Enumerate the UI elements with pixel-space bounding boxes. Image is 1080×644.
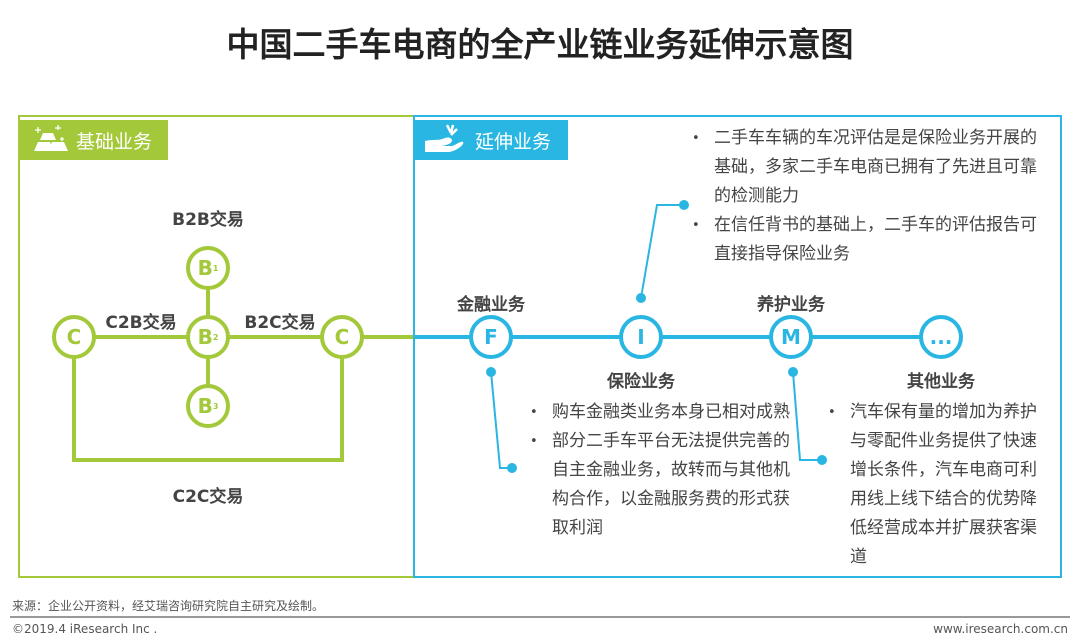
other-node: ... [919,315,963,359]
note-item: 汽车保有量的增加为养护与零配件业务提供了快速增长条件，汽车电商可利用线上线下结合… [828,398,1050,572]
basic-business-tag: 基础业务 [20,120,168,160]
footer-divider [10,616,1070,618]
basic-business-tag-label: 基础业务 [76,130,153,153]
b2c-label: B2C交易 [244,313,316,333]
consumer-node-right: C [320,315,364,359]
extended-business-tag-label: 延伸业务 [475,130,552,153]
note-item: 二手车车辆的车况评估是是保险业务开展的基础，多家二手车电商已拥有了先进且可靠的检… [692,124,1042,211]
insurance-label: 保险业务 [607,372,675,392]
c2b-label: C2B交易 [105,313,177,333]
c2c-label: C2C交易 [172,487,244,507]
maintenance-notes: 汽车保有量的增加为养护与零配件业务提供了快速增长条件，汽车电商可利用线上线下结合… [828,398,1050,572]
source-note: 来源：企业公开资料，经艾瑞咨询研究院自主研究及绘制。 [12,599,325,613]
finance-node: F [469,315,513,359]
consumer-node-left: C [52,315,96,359]
maintenance-node: M [769,315,813,359]
b2b-label: B2B交易 [172,210,244,230]
hand-icon [423,123,467,158]
note-item: 购车金融类业务本身已相对成熟 [530,398,800,427]
finance-label: 金融业务 [457,295,525,315]
finance-notes: 购车金融类业务本身已相对成熟 部分二手车平台无法提供完善的自主金融业务，故转而与… [530,398,800,543]
note-item: 部分二手车平台无法提供完善的自主金融业务，故转而与其他机构合作，以金融服务费的形… [530,427,800,543]
page-title: 中国二手车电商的全产业链业务延伸示意图 [226,25,854,64]
maintenance-label: 养护业务 [757,295,825,315]
copyright: ©2019.4 iResearch Inc . [12,622,158,636]
insurance-node: I [619,315,663,359]
website-link[interactable]: www.iresearch.com.cn [933,622,1068,636]
extended-business-panel [413,115,1062,578]
insurance-notes: 二手车车辆的车况评估是是保险业务开展的基础，多家二手车电商已拥有了先进且可靠的检… [692,124,1042,269]
note-item: 在信任背书的基础上，二手车的评估报告可直接指导保险业务 [692,211,1042,269]
other-label: 其他业务 [907,372,975,392]
extended-business-tag: 延伸业务 [415,120,568,160]
gold-bars-icon [28,123,68,158]
